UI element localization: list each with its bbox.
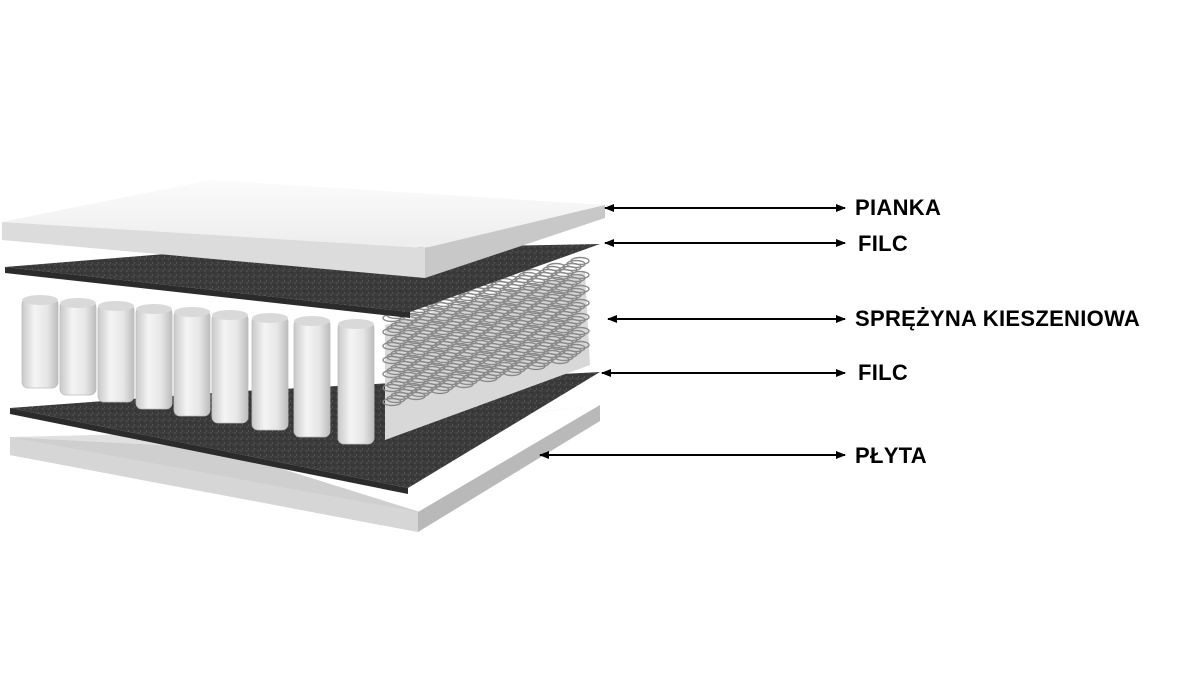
spring-coil — [570, 256, 590, 266]
spring-coil — [570, 312, 590, 322]
foam-layer — [2, 180, 605, 278]
label-sprezyna-kieszeniowa: SPRĘŻYNA KIESZENIOWA — [855, 306, 1141, 331]
label-pianka: PIANKA — [855, 195, 942, 220]
spring-coil — [570, 270, 590, 280]
spring-coil — [570, 298, 590, 308]
label-plyta: PŁYTA — [855, 443, 927, 468]
spring-pocket — [135, 306, 173, 410]
spring-pocket-top — [98, 301, 134, 311]
spring-pocket — [211, 312, 249, 424]
spring-pocket-top — [136, 304, 172, 314]
spring-coil — [570, 340, 590, 350]
spring-pocket-top — [294, 316, 330, 326]
spring-pocket-top — [22, 295, 58, 305]
spring-pocket — [21, 297, 59, 389]
spring-pocket-top — [60, 298, 96, 308]
spring-pocket-top — [338, 319, 374, 329]
spring-pocket — [59, 300, 97, 396]
spring-pocket — [173, 309, 211, 417]
spring-pocket — [293, 318, 331, 438]
spring-pocket-top — [212, 310, 248, 320]
label-arrows — [539, 204, 846, 459]
label-filc-bottom: FILC — [858, 360, 909, 385]
spring-coil — [570, 326, 590, 336]
spring-pocket-top — [252, 313, 288, 323]
spring-pocket — [251, 315, 289, 431]
spring-pocket — [97, 303, 135, 403]
label-filc-top: FILC — [858, 231, 909, 256]
spring-coil — [570, 284, 590, 294]
spring-pocket-top — [174, 307, 210, 317]
spring-pocket — [337, 321, 375, 445]
